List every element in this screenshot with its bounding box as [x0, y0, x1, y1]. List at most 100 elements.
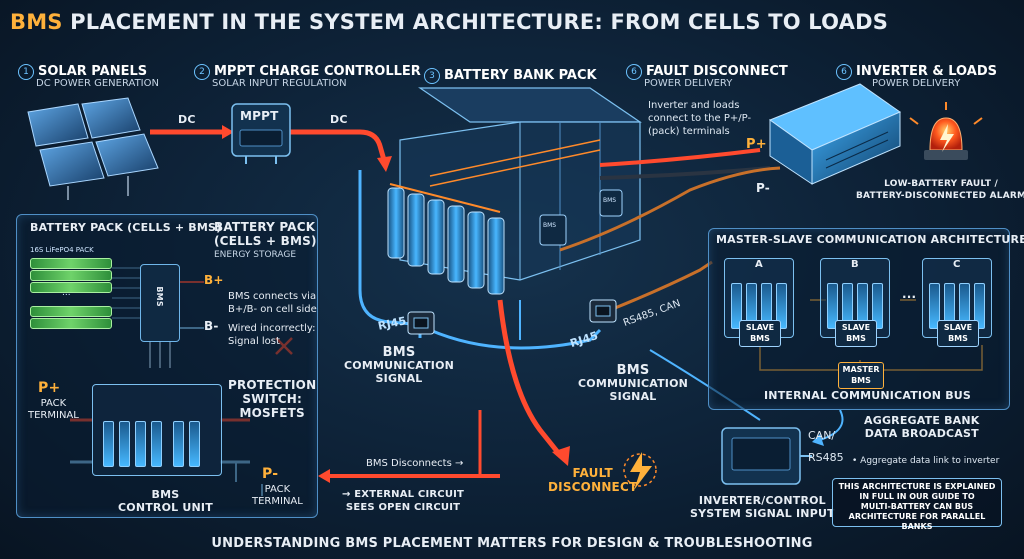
rj45-port-left-icon — [407, 311, 435, 335]
pack-side-sub: ENERGY STORAGE — [214, 250, 297, 260]
slave-unit-letter: A — [755, 259, 763, 270]
pack-cell-ellipsis: ... — [62, 288, 71, 298]
master-slave-title: MASTER-SLAVE COMMUNICATION ARCHITECTURE — [716, 233, 1024, 246]
solar-subtitle: DC POWER GENERATION — [36, 78, 159, 89]
fault-note-line-1: Inverter and loads — [648, 100, 740, 111]
inverter-p-plus: P+ — [746, 137, 767, 152]
protection-switch-label: PROTECTION SWITCH: MOSFETS — [228, 378, 316, 420]
mppt-title: MPPT CHARGE CONTROLLER — [214, 64, 421, 79]
pack-note-1: BMS connects via B+/B- on cell side — [228, 290, 317, 316]
footer-caption: UNDERSTANDING BMS PLACEMENT MATTERS FOR … — [211, 536, 813, 551]
fault-line-2: DISCONNECT — [548, 480, 638, 494]
inverter-input-line-1: INVERTER/CONTROL — [698, 494, 826, 507]
fault-note-line-3: (pack) terminals — [648, 126, 730, 137]
master-bms-chip: MASTER BMS — [838, 362, 884, 389]
pack-note-1-line-2: B+/B- on cell side — [228, 304, 317, 315]
disconnect-arrow-left — [318, 410, 500, 483]
master-bms-line-1: MASTER — [842, 365, 880, 374]
bank-step-number: 3 — [424, 68, 440, 84]
alarm-line-2: BATTERY-DISCONNECTED ALARM — [856, 191, 1024, 201]
protection-line-3: MOSFETS — [239, 406, 305, 420]
pack-side-title-line-1: BATTERY PACK — [214, 220, 316, 234]
pack-p-minus: P- — [262, 466, 279, 482]
pack-cell-label: 16S LiFePO4 PACK — [30, 246, 94, 254]
inverter-subtitle: POWER DELIVERY — [872, 78, 961, 89]
aggregate-line-1: AGGREGATE BANK — [864, 414, 980, 427]
solar-title: SOLAR PANELS — [38, 64, 148, 79]
power-cable-to-inverter — [559, 148, 781, 252]
slave-cell — [974, 283, 985, 329]
solar-panels-icon — [27, 97, 159, 200]
bank-bms-chip-2: BMS — [603, 197, 617, 204]
fault-step-number: 6 — [626, 64, 642, 80]
pack-note-2-line-1: Wired incorrectly: — [228, 323, 316, 334]
pack-cell — [30, 282, 112, 293]
pack-side-title-line-2: (CELLS + BMS) — [214, 234, 317, 248]
mosfet-board — [92, 384, 222, 476]
pack-b-minus: B- — [204, 319, 219, 333]
bms-disconnects-label: BMS Disconnects → — [366, 458, 464, 469]
bms-comm-left-line-1: BMS — [382, 345, 416, 360]
bms-comm-right-line-3: SIGNAL — [609, 390, 657, 403]
page-title: BMS PLACEMENT IN THE SYSTEM ARCHITECTURE… — [10, 10, 888, 34]
control-unit-line-2: CONTROL UNIT — [118, 501, 213, 514]
bms-comm-right-line-1: BMS — [616, 363, 650, 378]
inverter-step-number: 6 — [836, 64, 852, 80]
fault-disconnect-label: FAULT DISCONNECT — [548, 466, 637, 494]
pack-terminal-top: PACK TERMINAL — [28, 398, 79, 422]
mosfet — [103, 421, 114, 467]
pack-terminal-bottom-line-1: PACK — [264, 484, 291, 495]
rj45-port-right-icon — [589, 299, 617, 323]
solar-section-header: 1 SOLAR PANELS — [18, 61, 147, 80]
alarm-label: LOW-BATTERY FAULT / BATTERY-DISCONNECTED… — [856, 178, 1024, 202]
pack-cell — [30, 270, 112, 281]
slave-ellipsis: ... — [902, 287, 917, 301]
aggregate-line-2: DATA BROADCAST — [864, 427, 979, 440]
fault-line-1: FAULT — [572, 466, 613, 480]
dc-arrow-solar-mppt — [150, 125, 234, 139]
pack-bms-chip-label: BMS — [154, 286, 164, 307]
mppt-step-number: 2 — [194, 64, 210, 80]
dc-arrow-mppt-bank — [290, 129, 392, 172]
page-title-rest: PLACEMENT IN THE SYSTEM ARCHITECTURE: FR… — [62, 10, 889, 34]
lightning-icon — [623, 452, 657, 490]
solar-step-number: 1 — [18, 64, 34, 80]
protection-line-2: SWITCH: — [242, 392, 302, 406]
inverter-section-header: 6 INVERTER & LOADS — [836, 61, 997, 80]
aggregate-note: • Aggregate data link to inverter — [852, 456, 1000, 466]
guide-note-line-2: IN FULL IN OUR GUIDE TO — [859, 492, 975, 501]
pack-note-2-line-2: Signal lost — [228, 336, 280, 347]
slave-bms-line-1: SLAVE — [841, 323, 871, 332]
pack-cell — [30, 306, 112, 317]
page-title-accent: BMS — [10, 10, 63, 34]
aggregate-rs485-label: RS485 — [808, 451, 844, 464]
pack-bms-chip — [140, 264, 180, 342]
bank-title: BATTERY BANK PACK — [444, 68, 597, 83]
control-unit-line-1: BMS — [151, 488, 180, 501]
alarm-beacon-icon — [909, 102, 983, 160]
dc-label-2: DC — [330, 113, 348, 126]
guide-note-line-1: THIS ARCHITECTURE IS EXPLAINED — [838, 482, 996, 491]
inverter-title: INVERTER & LOADS — [856, 64, 997, 79]
external-line-2: SEES OPEN CIRCUIT — [345, 502, 461, 513]
bms-comm-signal-left: BMS COMMUNICATION SIGNAL — [344, 346, 454, 385]
pack-note-2: Wired incorrectly: Signal lost — [228, 322, 316, 348]
fault-note: Inverter and loads connect to the P+/P- … — [648, 99, 751, 138]
slave-cell — [776, 283, 787, 329]
bms-control-unit-label: BMS CONTROL UNIT — [118, 488, 213, 514]
bms-comm-signal-right: BMS COMMUNICATION SIGNAL — [578, 364, 688, 403]
external-circuit-label: → EXTERNAL CIRCUIT SEES OPEN CIRCUIT — [342, 488, 464, 514]
pack-b-plus: B+ — [204, 273, 224, 287]
bms-comm-right-line-2: COMMUNICATION — [578, 377, 689, 390]
slave-unit-letter: B — [851, 259, 859, 270]
pack-note-1-line-1: BMS connects via — [228, 291, 317, 302]
pack-cell-stack — [30, 258, 112, 338]
mppt-subtitle: SOLAR INPUT REGULATION — [212, 78, 347, 89]
slave-bms-line-1: SLAVE — [943, 323, 973, 332]
slave-unit-letter: C — [953, 259, 961, 270]
mppt-device-label: MPPT — [240, 109, 279, 123]
